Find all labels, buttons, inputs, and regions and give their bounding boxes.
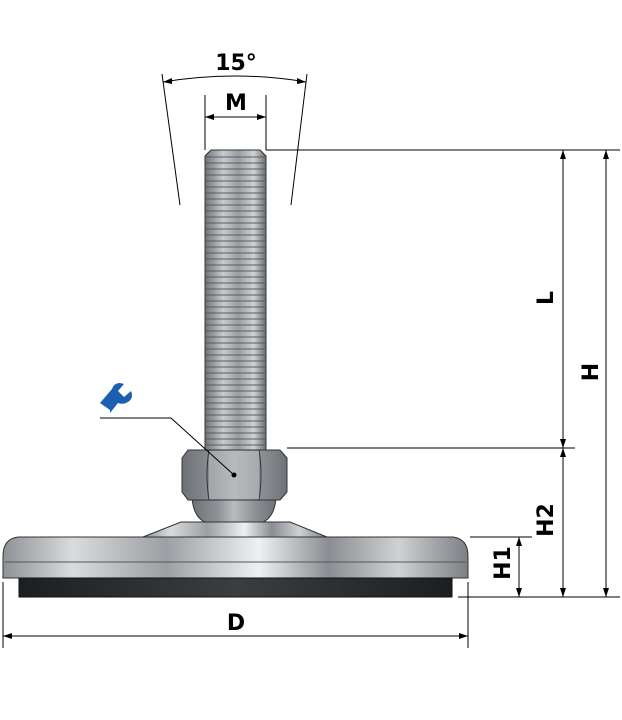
nut-height-label: H2 <box>534 503 559 537</box>
diameter-dimension: D <box>2 582 469 648</box>
total-height-dimension: H <box>579 150 609 597</box>
base-height-dimension: H1 <box>491 537 522 597</box>
thread-length-label: L <box>534 291 559 305</box>
diameter-label: D <box>227 611 245 636</box>
ball-joint <box>191 497 277 525</box>
thread-label: M <box>225 91 247 116</box>
nut-height-dimension: H2 <box>534 448 566 597</box>
base-plate <box>2 536 469 579</box>
total-height-label: H <box>579 363 604 381</box>
base-cone <box>142 521 328 538</box>
wrench-callout <box>100 383 237 478</box>
angle-dimension: 15° <box>161 51 308 206</box>
thread-diameter-dimension: M <box>204 91 267 150</box>
angle-label: 15° <box>215 51 257 76</box>
rubber-pad <box>18 577 453 598</box>
wrench-icon <box>100 383 132 413</box>
thread-length-dimension: L <box>534 150 566 448</box>
threaded-rod <box>204 149 267 453</box>
base-height-label: H1 <box>491 546 516 580</box>
